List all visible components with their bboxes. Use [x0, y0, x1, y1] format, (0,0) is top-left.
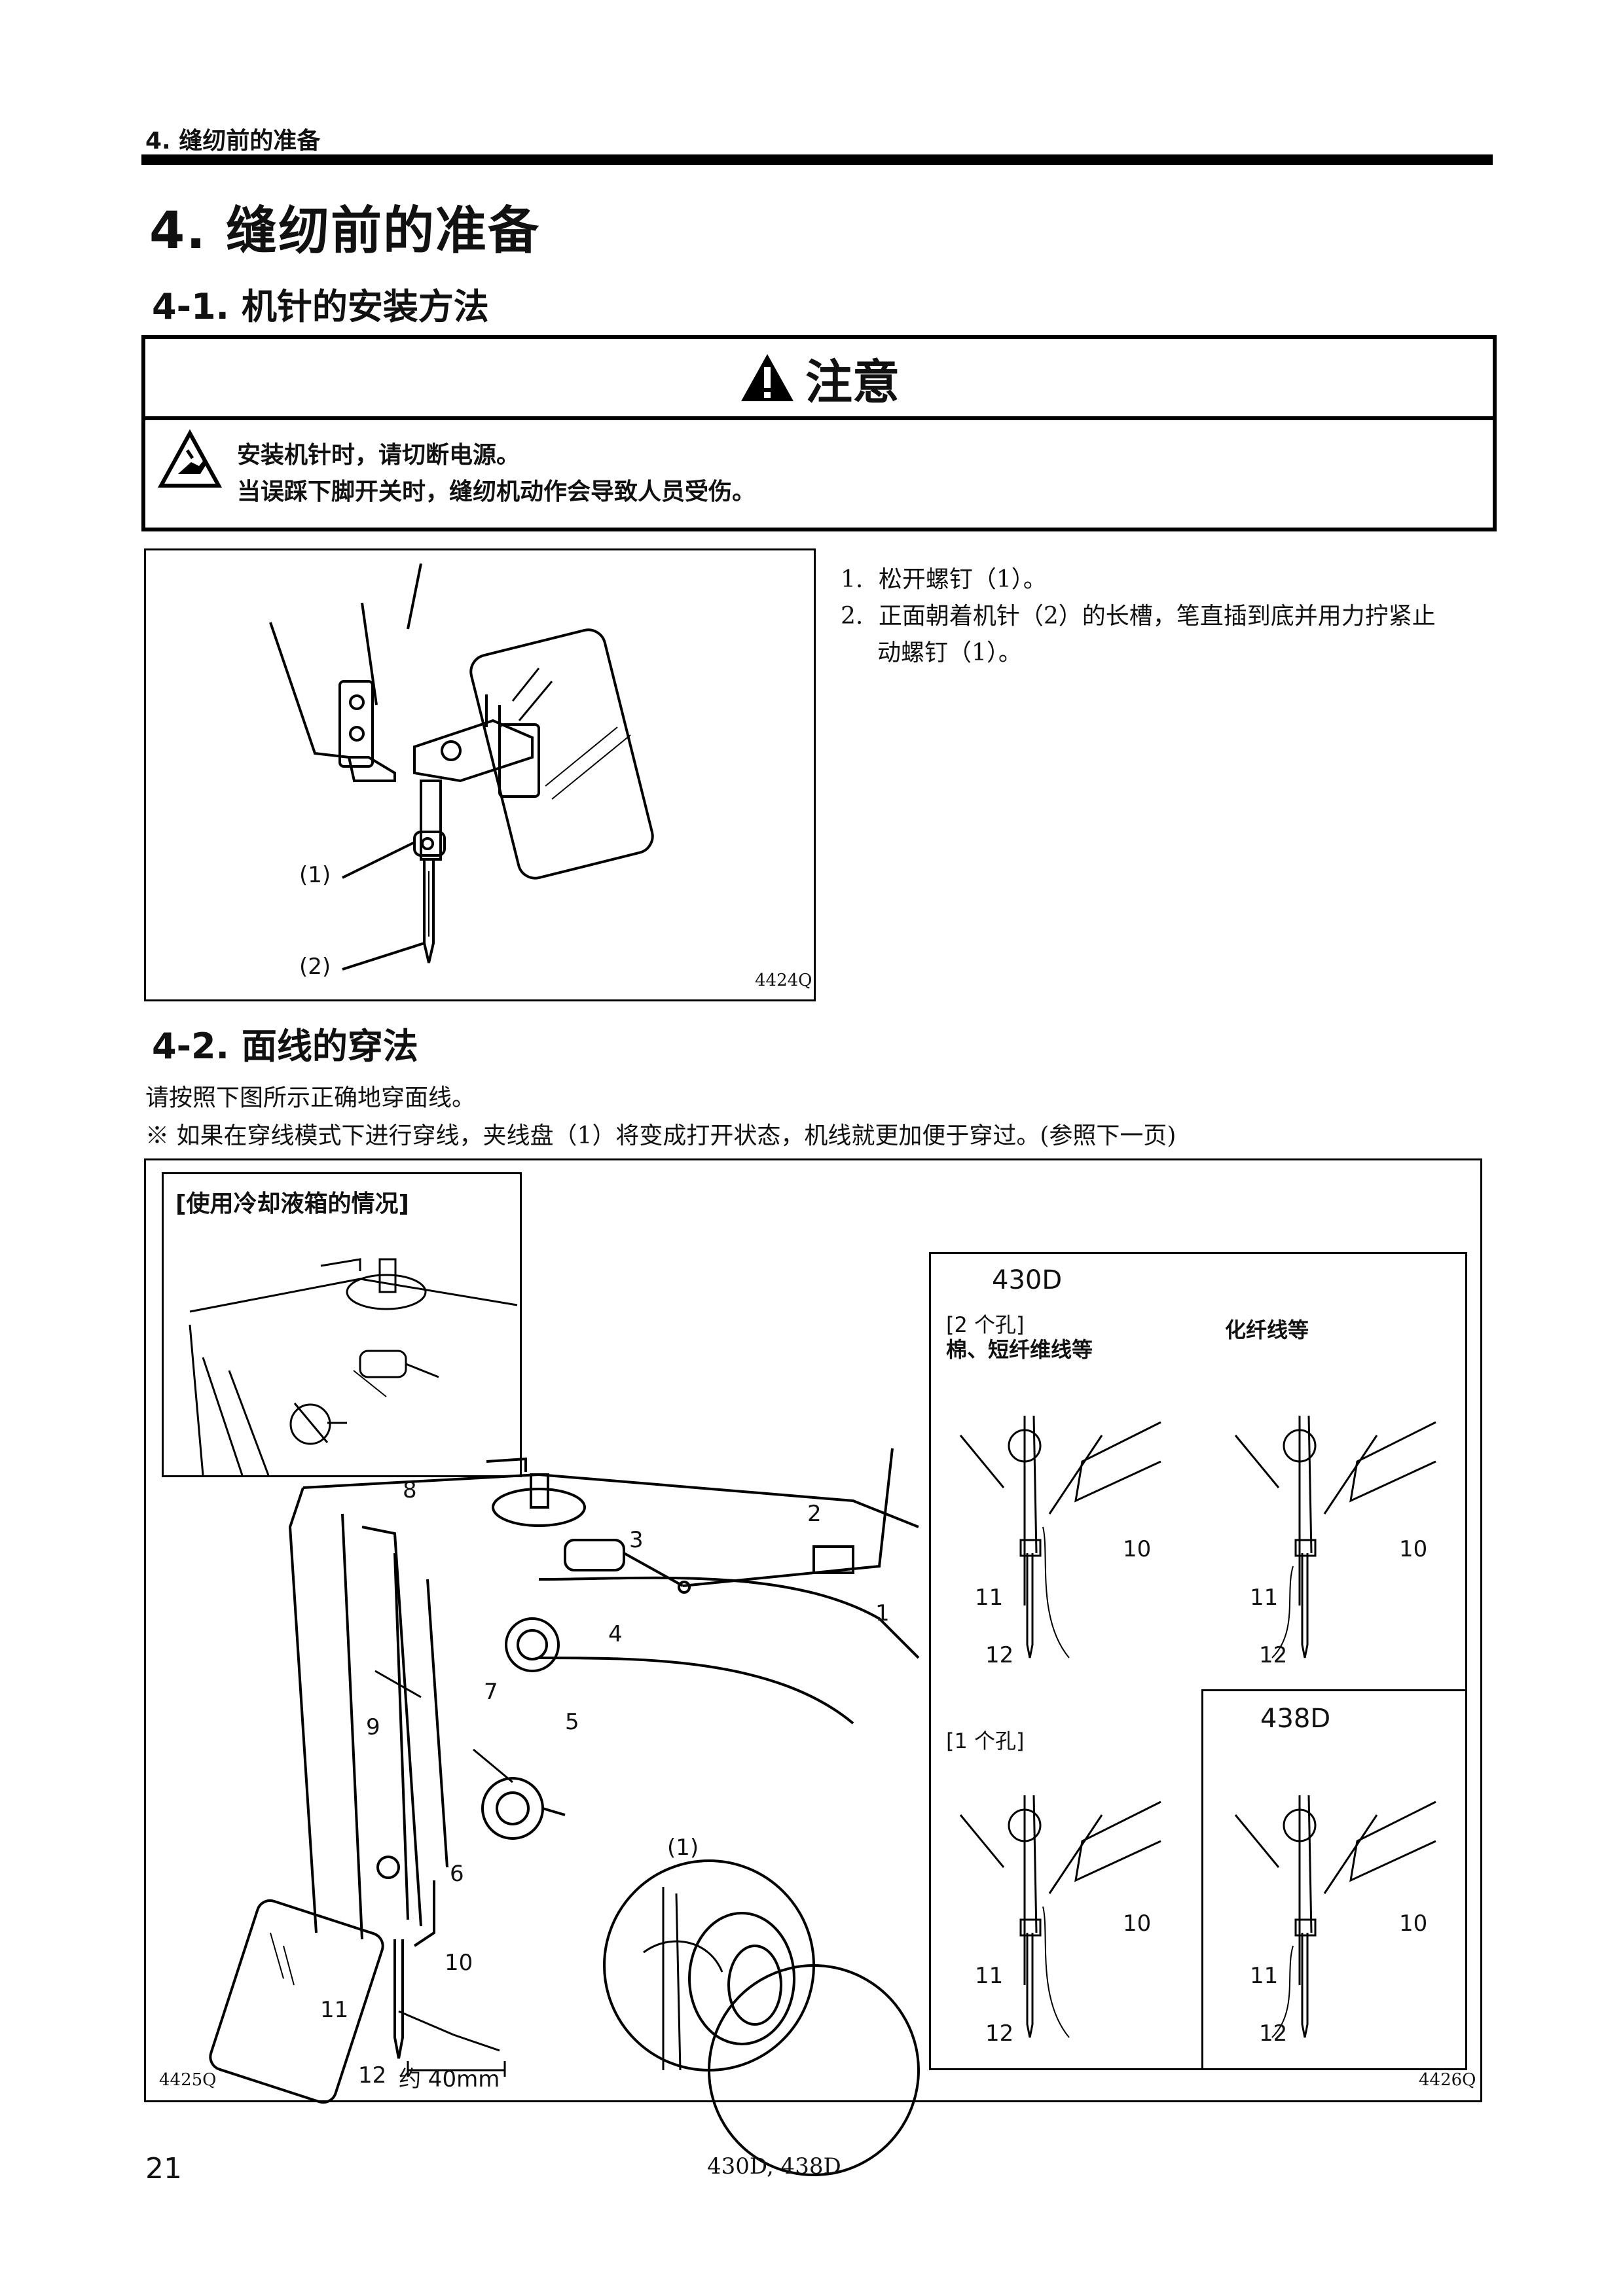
page-number: 21 [145, 2152, 182, 2185]
step-number: 1. [841, 566, 864, 593]
subsection-title-threading: 4-2. 面线的穿法 [152, 1026, 418, 1067]
callout-6: 6 [450, 1861, 464, 1887]
step-text: 松开螺钉（1）。 [878, 566, 1047, 593]
callout-screw: (1) [299, 862, 331, 888]
figure-upper-threading: [使用冷却液箱的情况] [144, 1158, 1482, 2177]
callout-needle: (2) [299, 954, 331, 980]
callout-2: 2 [807, 1501, 822, 1527]
step-2-continued: 动螺钉（1）。 [877, 639, 1022, 666]
caution-box: 注意 安装机针时，请切断电源。 当误踩下脚开关时，缝纫机动作会导致人员受伤。 [141, 335, 1497, 531]
figure-needle-installation: (1) (2) 4424Q [144, 548, 816, 1001]
callout-8: 8 [403, 1477, 417, 1503]
detail-callout-12-a: 12 [985, 1642, 1014, 1668]
detail-callout-12-b: 12 [1259, 1642, 1288, 1668]
intro-line-1: 请按照下图所示正确地穿面线。 [145, 1085, 476, 1111]
callout-tension-disc: (1) [667, 1835, 699, 1861]
one-hole-title: [1 个孔] [946, 1729, 1025, 1753]
inset-title: [使用冷却液箱的情况] [175, 1191, 409, 1217]
step-1: 1. 松开螺钉（1）。 [841, 562, 1047, 598]
callout-9: 9 [366, 1714, 380, 1740]
running-header: 4. 缝纫前的准备 [145, 128, 321, 154]
inset-coolant-tank: [使用冷却液箱的情况] [162, 1172, 522, 1477]
section-title: 4. 缝纫前的准备 [149, 202, 541, 260]
caution-header: 注意 [145, 339, 1493, 420]
detail-callout-11-c: 11 [975, 1963, 1004, 1989]
caution-title: 注意 [805, 354, 900, 410]
subsection-title-needle: 4-1. 机针的安装方法 [152, 286, 489, 327]
figure-code-right: 4426Q [1419, 2070, 1476, 2090]
coolant-inset-illustration [189, 1258, 518, 1476]
caution-line-1: 安装机针时，请切断电源。 [237, 442, 520, 469]
synthetic-thread-label: 化纤线等 [1225, 1318, 1309, 1342]
header-rule [141, 154, 1493, 165]
footer-model: 430D, 438D [707, 2153, 841, 2179]
callout-12: 12 [358, 2062, 387, 2089]
panel-430d [929, 1252, 1467, 2070]
cotton-thread-label: 棉、短纤维线等 [946, 1337, 1093, 1362]
detail-callout-10-a: 10 [1123, 1536, 1152, 1562]
callout-3: 3 [629, 1527, 644, 1553]
hand-injury-icon [157, 429, 223, 488]
callout-7: 7 [484, 1679, 498, 1705]
intro-note: ※ 如果在穿线模式下进行穿线，夹线盘（1）将变成打开状态，机线就更加便于穿过。(… [145, 1122, 1176, 1149]
figure-code-left: 4425Q [159, 2070, 217, 2090]
callout-4: 4 [608, 1621, 623, 1647]
warning-triangle-icon [740, 354, 793, 401]
callout-11: 11 [320, 1997, 349, 2023]
detail-callout-11-b: 11 [1250, 1585, 1279, 1611]
callout-10: 10 [445, 1950, 473, 1976]
needle-detail-drawings [959, 1415, 1436, 2038]
detail-callout-12-d: 12 [1259, 2020, 1288, 2047]
detail-callout-11-d: 11 [1250, 1963, 1279, 1989]
figure-code: 4424Q [755, 971, 812, 990]
needle-clamp-illustration [269, 563, 654, 971]
model-438d: 438D [1260, 1704, 1331, 1734]
detail-callout-10-c: 10 [1123, 1910, 1152, 1937]
length-note: 约 40mm [399, 2066, 500, 2092]
step-2: 2. 正面朝着机针（2）的长槽，笔直插到底并用力拧紧止 [841, 598, 1436, 635]
detail-callout-11-a: 11 [975, 1585, 1004, 1611]
sewing-machine-head-illustration [209, 1448, 920, 2177]
model-430d: 430D [992, 1265, 1063, 1295]
detail-callout-12-c: 12 [985, 2020, 1014, 2047]
caution-line-2: 当误踩下脚开关时，缝纫机动作会导致人员受伤。 [237, 478, 756, 505]
callout-1: 1 [875, 1600, 890, 1626]
step-text: 正面朝着机针（2）的长槽，笔直插到底并用力拧紧止 [878, 603, 1436, 630]
two-hole-title: [2 个孔] [946, 1312, 1025, 1337]
detail-callout-10-b: 10 [1399, 1536, 1428, 1562]
callout-5: 5 [565, 1709, 579, 1735]
step-number: 2. [841, 603, 864, 630]
detail-callout-10-d: 10 [1399, 1910, 1428, 1937]
